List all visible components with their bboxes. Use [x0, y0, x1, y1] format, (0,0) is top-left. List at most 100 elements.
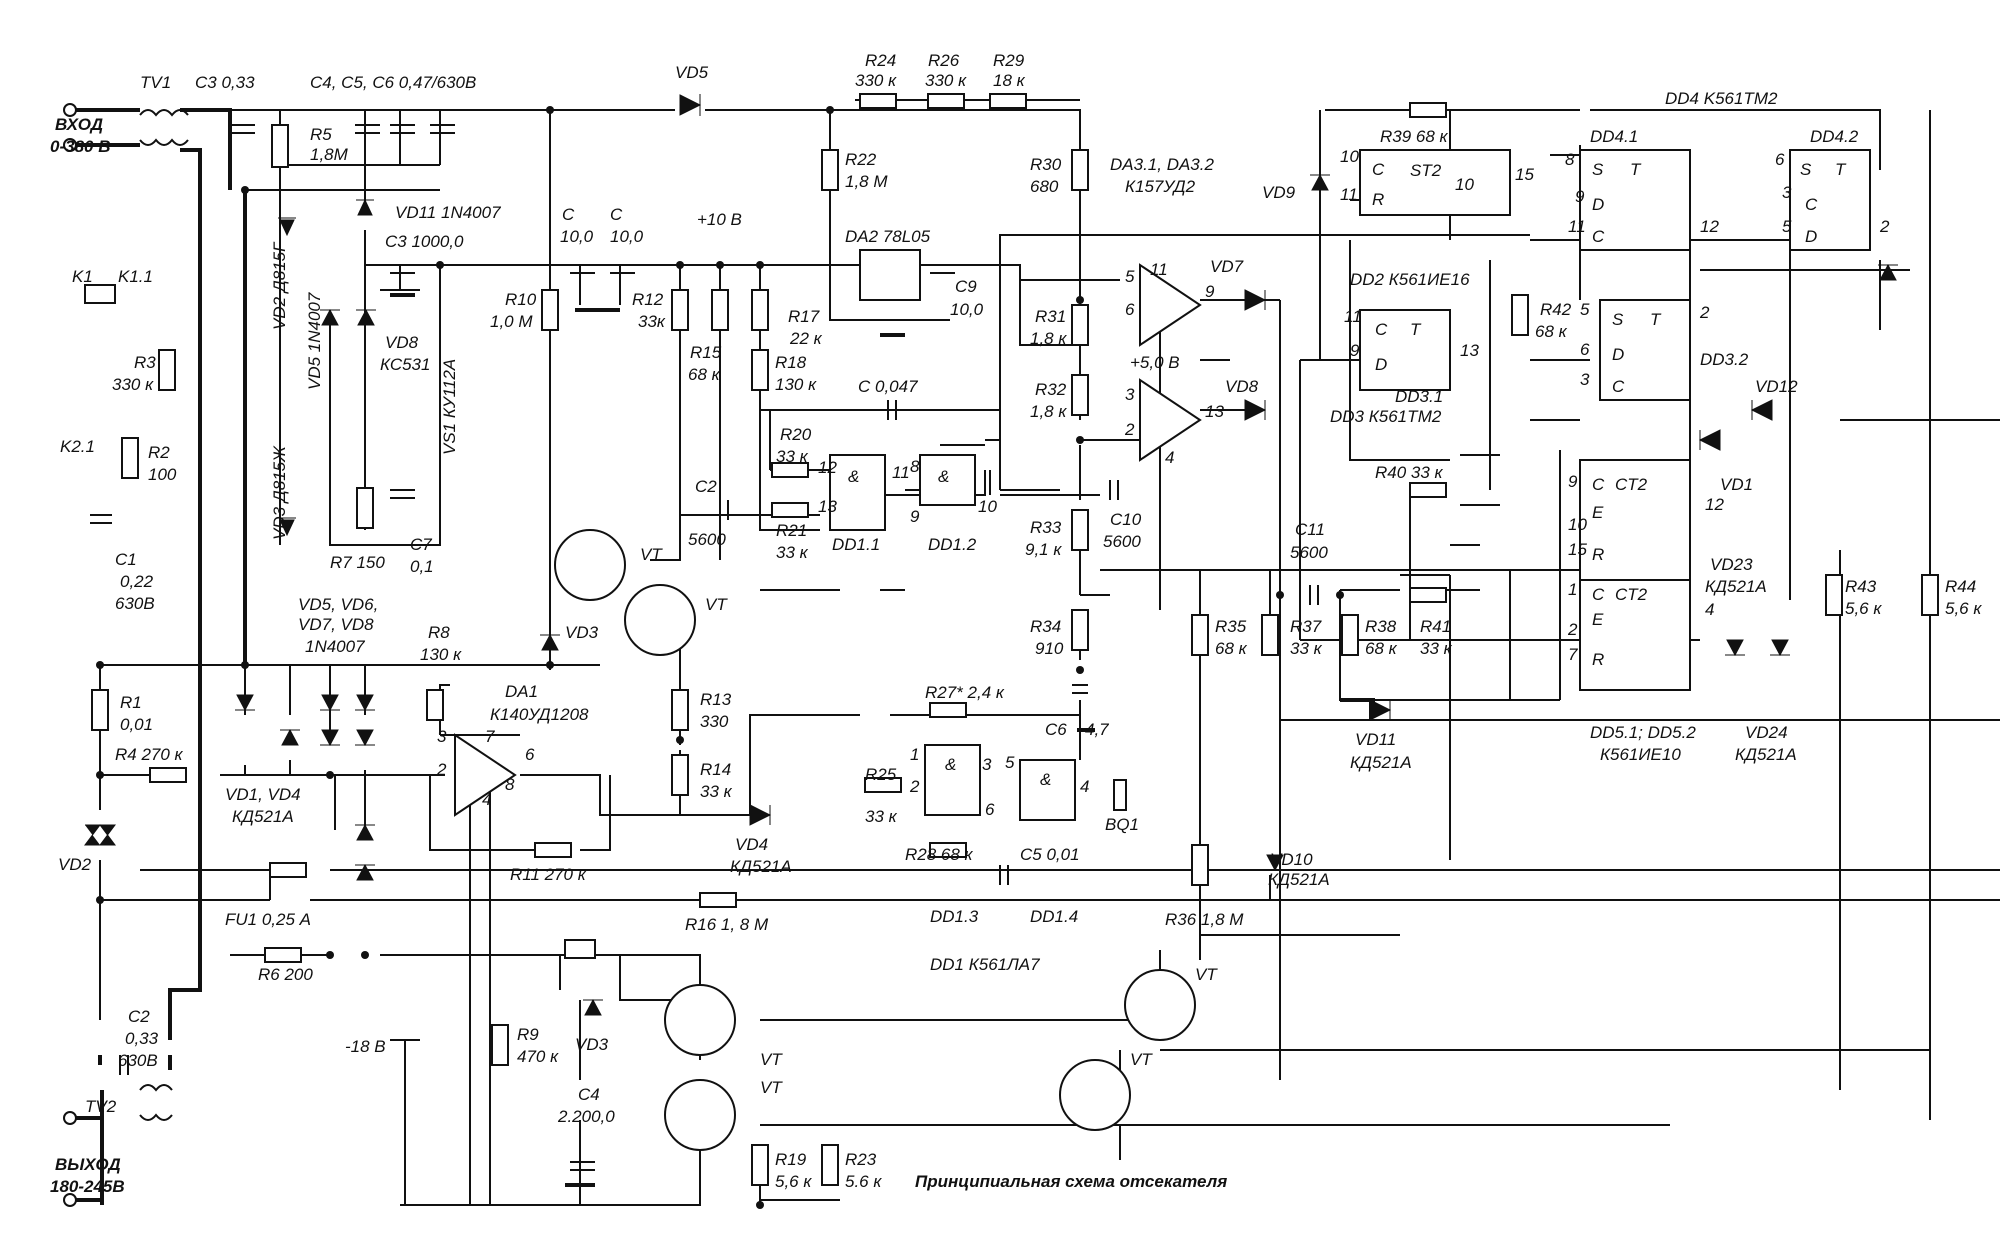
- opamp-da1: [454, 733, 517, 817]
- label-c2b: C2: [128, 1007, 150, 1026]
- resistor-r32: [1071, 374, 1089, 416]
- pin-2: 2: [1879, 217, 1890, 236]
- label-r35v: 68 к: [1215, 639, 1248, 658]
- label-c10v: 5600: [1103, 532, 1141, 551]
- label-r37v: 33 к: [1290, 639, 1323, 658]
- pin-5d: 5: [1005, 753, 1015, 772]
- resistor-r11: [534, 842, 572, 858]
- label-vt5: VT: [1195, 965, 1218, 984]
- pin-6b: 6: [1580, 340, 1590, 359]
- resistor-r44: [1921, 574, 1939, 616]
- label-k11: K1.1: [118, 267, 153, 286]
- label-c047: C 0,047: [858, 377, 918, 396]
- diodes: [84, 94, 1898, 1016]
- label-r29v: 18 к: [993, 71, 1026, 90]
- label-vd1: VD1: [1720, 475, 1753, 494]
- pin-10d: 10: [1568, 515, 1587, 534]
- pin-9b: 9: [1350, 341, 1360, 360]
- diode-vd5-left: [320, 308, 340, 326]
- diode-vd8: [356, 308, 376, 326]
- label-dd2: DD2 К561ИЕ16: [1350, 270, 1470, 289]
- transistor-vt3: [664, 984, 736, 1056]
- label-c7: C7: [410, 535, 432, 554]
- pin-13b: 13: [1205, 402, 1224, 421]
- label-dd11: DD1.1: [832, 535, 880, 554]
- resistor-r40: [1409, 482, 1447, 498]
- ground-symbols: [390, 293, 1375, 1187]
- resistor-r41: [1409, 587, 1447, 603]
- pin-13c: 13: [818, 497, 837, 516]
- diagram-title: Принципиальная схема отсекателя: [915, 1172, 1227, 1191]
- label-vd11b: VD11: [1355, 730, 1396, 749]
- resistor-r5: [271, 124, 289, 168]
- label-r2: R2: [148, 443, 170, 462]
- resistor-r5-lower: [269, 862, 307, 878]
- diode-vd7: [1244, 289, 1267, 311]
- label-r5v: 1,8М: [310, 145, 349, 164]
- resistor-r43: [1825, 574, 1843, 616]
- label-vd4: VD4: [735, 835, 768, 854]
- diode-vd8b: [1244, 399, 1267, 421]
- label-dd14: DD1.4: [1030, 907, 1078, 926]
- label-dd4: DD4 K561TM2: [1665, 89, 1778, 108]
- label-vt4: VT: [760, 1078, 783, 1097]
- label-c9: C9: [955, 277, 977, 296]
- label-c5: C5 0,01: [1020, 845, 1080, 864]
- label-c6: C6: [1045, 720, 1067, 739]
- label-da1t: К140УД1208: [490, 705, 589, 724]
- label-dd12: DD1.2: [928, 535, 977, 554]
- label-r6: R6 200: [258, 965, 313, 984]
- relay-k1: [84, 284, 116, 304]
- pin-2f: 2: [909, 777, 920, 796]
- chip-dd32: [1599, 299, 1691, 401]
- pin-5b: 5: [1580, 300, 1590, 319]
- label-r41: R41: [1420, 617, 1451, 636]
- dd32-s: S: [1612, 310, 1624, 329]
- resistor-r2: [121, 437, 139, 479]
- resistor-r35: [1191, 614, 1209, 656]
- pin-3e: 3: [982, 755, 992, 774]
- resistor-r25: [864, 777, 902, 793]
- gate-symbol-1: &: [848, 467, 859, 486]
- label-dd3: DD3 К561ТМ2: [1330, 407, 1442, 426]
- label-r24v: 330 к: [855, 71, 897, 90]
- resistor-r26: [927, 93, 965, 109]
- resistor-r42: [1511, 294, 1529, 336]
- label-r11: R11 270 к: [510, 865, 587, 884]
- label-vd2-d815: VD2 Д815Г: [270, 241, 289, 330]
- pin-5c: 5: [1125, 267, 1135, 286]
- label-vd23t: КД521А: [1705, 577, 1767, 596]
- terminal-in-1: [63, 103, 77, 117]
- label-r9: R9: [517, 1025, 539, 1044]
- diode-vd9: [1310, 173, 1330, 191]
- label-r14: R14: [700, 760, 731, 779]
- resistor-r18: [751, 349, 769, 391]
- resistor-r4: [149, 767, 187, 783]
- pin-11b: 11: [1568, 217, 1586, 236]
- label-c11v: 5600: [1290, 543, 1328, 562]
- label-r8v: 130 к: [420, 645, 462, 664]
- gate-symbol-3: &: [945, 755, 956, 774]
- diode-vd1-left: [235, 694, 255, 712]
- pin-8c: 8: [505, 775, 515, 794]
- pin-9: 9: [1575, 187, 1585, 206]
- label-r39: R39 68 к: [1380, 127, 1449, 146]
- transistor-vt6: [1059, 1059, 1131, 1131]
- pin-12: 12: [1700, 217, 1719, 236]
- pin-1b: 1: [910, 745, 919, 764]
- label-r34: R34: [1030, 617, 1061, 636]
- output-range: 180-245В: [50, 1177, 125, 1196]
- label-c6v: 4,7: [1085, 720, 1109, 739]
- label-k21: K2.1: [60, 437, 95, 456]
- label-r16: R16 1, 8 М: [685, 915, 769, 934]
- opamp-da31: [1139, 263, 1202, 347]
- label-c2v: 5600: [688, 530, 726, 549]
- dd42-d: D: [1805, 227, 1817, 246]
- resistor-r38: [1341, 614, 1359, 656]
- label-vt6: VT: [1130, 1050, 1153, 1069]
- dd31-c: C: [1375, 320, 1388, 339]
- pin-3b: 3: [1580, 370, 1590, 389]
- label-dd31: DD3.1: [1395, 387, 1443, 406]
- resistor-r6: [264, 947, 302, 963]
- diode-vd7: [355, 863, 375, 881]
